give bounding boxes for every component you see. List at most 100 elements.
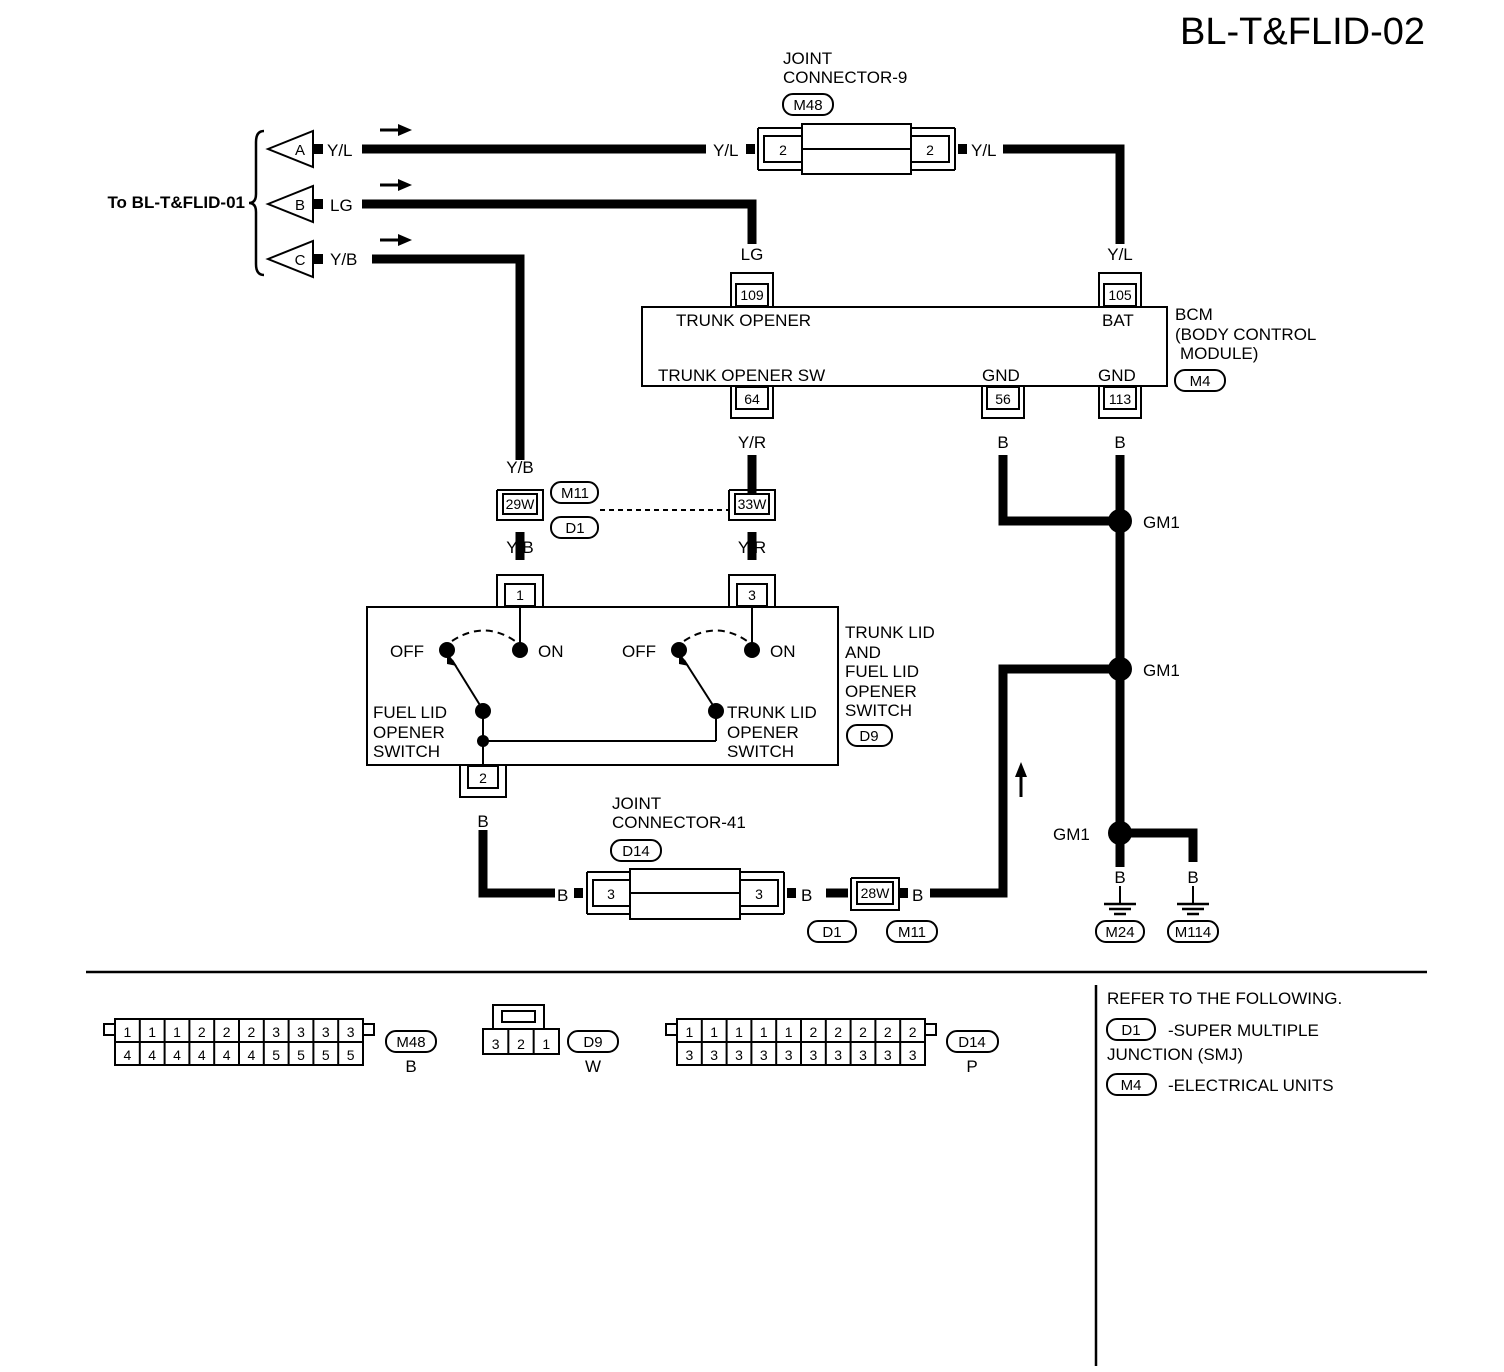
refer-d1-badge	[1106, 1018, 1156, 1041]
fuel-switch-off: OFF	[390, 642, 424, 661]
svg-text:33W: 33W	[738, 496, 768, 512]
refer-d1-text: -SUPER MULTIPLE	[1168, 1021, 1319, 1040]
refer-section: REFER TO THE FOLLOWING. D1 -SUPER MULTIP…	[1106, 989, 1342, 1096]
wire-b-return	[930, 664, 1120, 898]
d14-face-pin: 1	[760, 1024, 768, 1040]
switch-name-line2: AND	[845, 643, 881, 662]
bcm-name-line2: (BODY CONTROL	[1175, 325, 1316, 344]
terminal-b-letter: B	[295, 197, 305, 214]
refer-heading: REFER TO THE FOLLOWING.	[1107, 989, 1342, 1008]
d14-face-pin: 3	[760, 1047, 768, 1063]
connector-code-m11-badge	[886, 920, 938, 943]
terminal-a: A Y/L	[265, 129, 353, 169]
switch-name-line5: SWITCH	[845, 701, 912, 720]
direction-arrow-icon	[380, 234, 412, 246]
refer-m4-badge	[1106, 1073, 1157, 1096]
m48-face-pin: 5	[297, 1047, 305, 1063]
wire-lg	[362, 199, 757, 244]
svg-text:113: 113	[1109, 391, 1132, 407]
joint41-code-badge	[610, 839, 662, 862]
bcm-body	[641, 306, 1168, 387]
d14-face-pin: 3	[859, 1047, 867, 1063]
refer-m4-code: M4	[1121, 1077, 1142, 1094]
terminal-a-letter: A	[295, 142, 305, 159]
d14-face-pin: 2	[884, 1024, 892, 1040]
d14-face-pin: 3	[834, 1047, 842, 1063]
ground-network: GM1 GM1 GM1 B B M24 M114	[1015, 509, 1219, 943]
ground-m24: M24	[1105, 924, 1134, 941]
m48-face-pin: 2	[248, 1024, 256, 1040]
svg-text:3: 3	[607, 886, 615, 902]
bcm-module: LG Y/L 109 105 TRUNK OPENER BAT TRUNK OP…	[641, 245, 1316, 452]
svg-text:2: 2	[479, 770, 487, 786]
m48-face-pin: 1	[173, 1024, 181, 1040]
trunk-switch-label-line1: TRUNK LID	[727, 703, 817, 722]
fuel-switch-label-line1: FUEL LID	[373, 703, 447, 722]
m48-face-pin: 2	[198, 1024, 206, 1040]
joint-connector-41: JOINT CONNECTOR-41 D14 B 3 3 B	[557, 794, 812, 920]
connector-code-d1-badge	[807, 920, 857, 943]
d14-face-pin: 3	[785, 1047, 793, 1063]
m48-face-pin: 5	[272, 1047, 280, 1063]
wire-b-56	[998, 455, 1120, 526]
bcm-trunk-opener-sw: TRUNK OPENER SW	[658, 366, 825, 385]
wire-label-b-56: B	[997, 433, 1008, 452]
ground-m24-badge	[1095, 920, 1145, 943]
m48-face-pin: 5	[347, 1047, 355, 1063]
terminal-b-wire-color: LG	[330, 196, 353, 215]
wire-label-yb-top: Y/B	[506, 458, 533, 477]
gm1-label-middle: GM1	[1143, 661, 1180, 680]
direction-arrow-icon	[380, 179, 412, 191]
wire-label-b-m24: B	[1114, 868, 1125, 887]
joint41-name-line2: CONNECTOR-41	[612, 813, 746, 832]
ground-m114: M114	[1175, 924, 1211, 941]
bcm-gnd-1: GND	[982, 366, 1020, 385]
joint9-pin-left-number: 2	[779, 142, 787, 158]
trunk-switch-on: ON	[770, 642, 796, 661]
d14-face-pin: 1	[710, 1024, 718, 1040]
bcm-pin-56	[986, 386, 1020, 410]
to-page-label: To BL-T&FLID-01	[107, 193, 245, 212]
svg-text:56: 56	[995, 391, 1011, 407]
joint9-name-line1: JOINT	[783, 49, 832, 68]
wire-yb-upper	[372, 254, 525, 460]
svg-text:64: 64	[744, 391, 760, 407]
smj-code-bottom: D1	[565, 520, 584, 537]
wire-yl-bcm	[1003, 144, 1125, 244]
m48-face-pin: 4	[198, 1047, 206, 1063]
wire-label-lg: LG	[741, 245, 764, 264]
m48-face-pin: 4	[124, 1047, 132, 1063]
joint41-pin-right	[739, 879, 779, 907]
wire-label-b-28w: B	[912, 886, 923, 905]
bcm-bat: BAT	[1102, 311, 1134, 330]
d14-face-color: P	[966, 1057, 977, 1076]
svg-text:105: 105	[1108, 287, 1132, 303]
terminal-a-wire-color: Y/L	[327, 141, 353, 160]
m48-face-pin: 4	[223, 1047, 231, 1063]
refer-m4-text: -ELECTRICAL UNITS	[1168, 1076, 1334, 1095]
joint9-pin-right	[910, 135, 950, 163]
splice-gm1-top	[1108, 509, 1132, 533]
bcm-name-line1: BCM	[1175, 305, 1213, 324]
svg-text:1: 1	[516, 587, 524, 603]
ground-icon	[1177, 886, 1209, 916]
m48-face-pin: 1	[148, 1024, 156, 1040]
joint9-pin-right-number: 2	[926, 142, 934, 158]
d9-face-pin: 1	[542, 1036, 550, 1052]
bcm-code: M4	[1190, 373, 1211, 390]
switch-name-line4: OPENER	[845, 682, 917, 701]
smj-code-top: M11	[561, 485, 589, 502]
joint-connector-9: JOINT CONNECTOR-9 M48 Y/L 2 2 Y/L	[713, 49, 997, 175]
trunk-switch-label-line2: OPENER	[727, 723, 799, 742]
d14-face-badge	[946, 1030, 999, 1053]
ground-icon	[1104, 886, 1136, 916]
terminal-c-letter: C	[295, 252, 306, 269]
d14-face-pin: 3	[909, 1047, 917, 1063]
svg-text:29W: 29W	[506, 496, 536, 512]
wire-label-b-joint41-in: B	[557, 886, 568, 905]
smj-connector: Y/B 29W M11 D1 33W Y/B Y/R	[496, 458, 776, 557]
d9-face-pin: 3	[492, 1036, 500, 1052]
